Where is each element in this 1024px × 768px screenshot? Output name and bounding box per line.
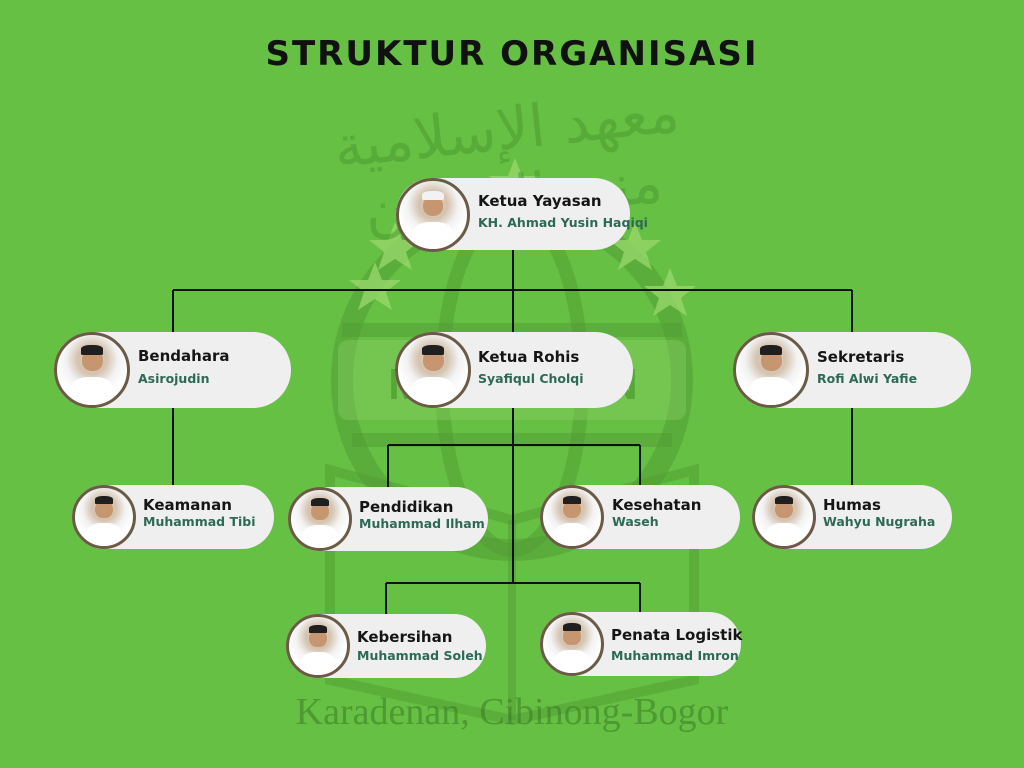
avatar: [733, 332, 809, 408]
name-sekretaris: Rofi Alwi Yafie: [817, 371, 918, 386]
role-penata-logistik: Penata Logistik: [611, 626, 743, 644]
avatar: [54, 332, 130, 408]
avatar: [395, 332, 471, 408]
name-ketua-yayasan: KH. Ahmad Yusin Haqiqi: [478, 215, 648, 230]
role-bendahara: Bendahara: [138, 347, 230, 365]
role-kesehatan: Kesehatan: [612, 496, 702, 514]
avatar: [288, 487, 352, 551]
name-humas: Wahyu Nugraha: [823, 514, 936, 529]
role-pendidikan: Pendidikan: [359, 498, 454, 516]
role-keamanan: Keamanan: [143, 496, 232, 514]
avatar: [540, 485, 604, 549]
avatar: [752, 485, 816, 549]
avatar: [72, 485, 136, 549]
name-kebersihan: Muhammad Soleh: [357, 648, 483, 663]
avatar: [540, 612, 604, 676]
name-kesehatan: Waseh: [612, 514, 659, 529]
name-bendahara: Asirojudin: [138, 371, 210, 386]
watermark-location-text: Karadenan, Cibinong-Bogor: [295, 691, 729, 733]
role-kebersihan: Kebersihan: [357, 628, 453, 646]
role-sekretaris: Sekretaris: [817, 348, 905, 366]
role-humas: Humas: [823, 496, 881, 514]
role-ketua-rohis: Ketua Rohis: [478, 348, 580, 366]
name-pendidikan: Muhammad Ilham: [359, 516, 485, 531]
avatar: [396, 178, 470, 252]
name-keamanan: Muhammad Tibi: [143, 514, 256, 529]
name-penata-logistik: Muhammad Imron: [611, 648, 739, 663]
name-ketua-rohis: Syafiqul Cholqi: [478, 371, 584, 386]
page-title: STRUKTUR ORGANISASI: [265, 34, 759, 74]
role-ketua-yayasan: Ketua Yayasan: [478, 192, 602, 210]
avatar: [286, 614, 350, 678]
